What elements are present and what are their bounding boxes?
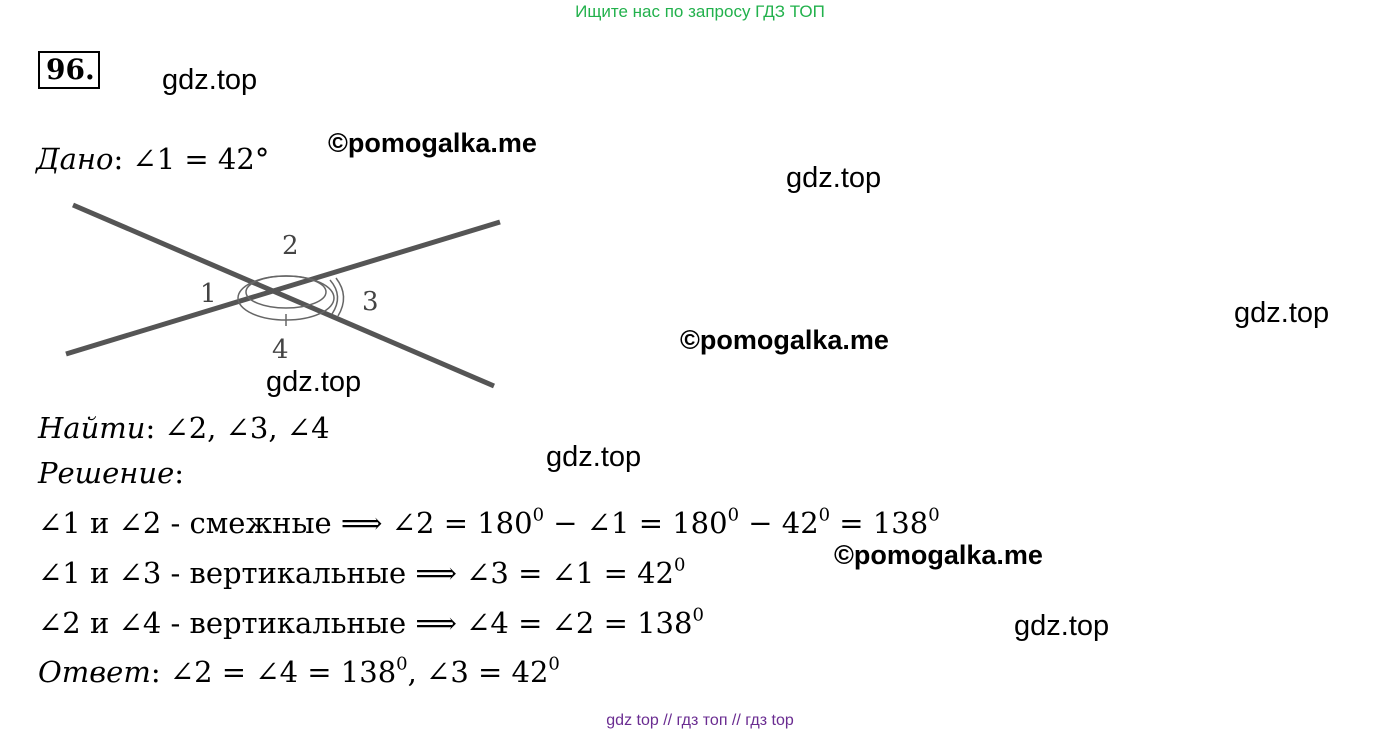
find-line: Найти: ∠2, ∠3, ∠4 bbox=[38, 411, 330, 445]
solution-line: Решение: bbox=[38, 456, 184, 490]
line-2 bbox=[65, 219, 501, 357]
solution-label: Решение bbox=[38, 456, 175, 490]
watermark-gdz: gdz.top bbox=[1014, 610, 1110, 642]
degree-sup: 0 bbox=[532, 504, 544, 526]
watermark-pomogalka: ©pomogalka.me bbox=[834, 540, 1043, 570]
degree-sup: 0 bbox=[727, 504, 740, 526]
watermark-gdz: gdz.top bbox=[786, 162, 882, 194]
solution-step-3: ∠2 и ∠4 - вертикальные ⟹ ∠4 = ∠2 = 1380 bbox=[38, 606, 704, 640]
intersecting-lines-diagram: 1 2 3 4 bbox=[65, 202, 501, 389]
watermark-gdz: gdz.top bbox=[1234, 297, 1330, 329]
step-1-part-c: − 42 bbox=[739, 506, 819, 540]
degree-sup: 0 bbox=[928, 504, 940, 526]
top-banner[interactable]: Ищите нас по запросу ГДЗ ТОП bbox=[575, 2, 825, 21]
angle-label-2: 2 bbox=[282, 231, 299, 261]
step-1-part-b: − ∠1 = 180 bbox=[544, 506, 728, 540]
watermark-pomogalka: ©pomogalka.me bbox=[680, 325, 889, 355]
answer-label: Ответ bbox=[38, 655, 151, 689]
solution-step-2: ∠1 и ∠3 - вертикальные ⟹ ∠3 = ∠1 = 420 bbox=[38, 556, 685, 590]
solution-step-1: ∠1 и ∠2 - смежные ⟹ ∠2 = 1800 − ∠1 = 180… bbox=[38, 506, 940, 540]
watermark-gdz: gdz.top bbox=[162, 64, 258, 96]
solution-colon: : bbox=[174, 456, 185, 490]
degree-sup: 0 bbox=[692, 604, 704, 626]
step-1-part-a: ∠1 и ∠2 - смежные ⟹ ∠2 = 180 bbox=[38, 506, 533, 540]
angle-label-3: 3 bbox=[362, 287, 379, 317]
footer-links[interactable]: gdz top // гдз топ // гдз top bbox=[606, 712, 794, 729]
answer-line: Ответ: ∠2 = ∠4 = 1380, ∠3 = 420 bbox=[38, 655, 560, 689]
angle-arc-3a bbox=[329, 279, 339, 315]
degree-sup: 0 bbox=[548, 653, 560, 675]
watermark-pomogalka: ©pomogalka.me bbox=[328, 128, 537, 158]
angles-figure: 1 2 3 4 bbox=[38, 190, 524, 402]
find-label: Найти bbox=[38, 411, 146, 445]
answer-part-a: : ∠2 = ∠4 = 138 bbox=[150, 655, 397, 689]
step-3-text: ∠2 и ∠4 - вертикальные ⟹ ∠4 = ∠2 = 138 bbox=[38, 606, 693, 640]
degree-sup: 0 bbox=[818, 504, 831, 526]
answer-part-b: , ∠3 = 42 bbox=[407, 655, 549, 689]
angle-arc-3b bbox=[335, 277, 345, 317]
find-text: : ∠2, ∠3, ∠4 bbox=[145, 411, 330, 445]
watermark-gdz: gdz.top bbox=[546, 441, 642, 473]
step-2-text: ∠1 и ∠3 - вертикальные ⟹ ∠3 = ∠1 = 42 bbox=[38, 556, 675, 590]
given-line: Дано: ∠1 = 42° bbox=[36, 142, 269, 176]
problem-number: 96. bbox=[38, 51, 100, 89]
step-1-part-d: = 138 bbox=[830, 506, 929, 540]
angle-label-1: 1 bbox=[200, 279, 217, 309]
degree-sup: 0 bbox=[396, 653, 408, 675]
line-1 bbox=[72, 202, 495, 389]
angle-label-4: 4 bbox=[272, 335, 289, 365]
angle-arc-inner bbox=[245, 275, 327, 309]
watermark-gdz: gdz.top bbox=[266, 366, 362, 398]
given-text: : ∠1 = 42° bbox=[113, 142, 270, 176]
given-label: Дано bbox=[36, 142, 114, 176]
degree-sup: 0 bbox=[674, 554, 686, 576]
